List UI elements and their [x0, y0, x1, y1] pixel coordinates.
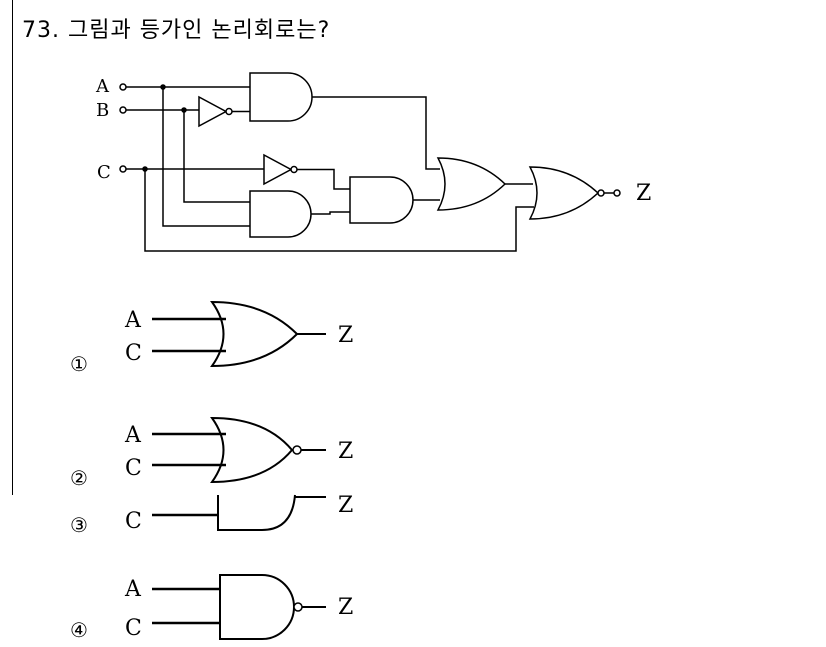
terminal-c: [119, 165, 127, 173]
option-1-input-a: A: [124, 308, 142, 333]
and-gate-1: [249, 72, 313, 122]
wire-b-branch: [183, 110, 250, 203]
wire-not-c-out: [297, 168, 350, 190]
circuit-label-z: Z: [636, 181, 651, 206]
wire-a-branch: [162, 87, 250, 227]
wire-and1-out: [312, 96, 440, 170]
option-3-circuit: C Z: [125, 493, 353, 534]
and-gate-2: [249, 190, 312, 238]
option-3-input-c: C: [125, 509, 142, 534]
terminal-b: [119, 106, 127, 114]
option-2-output-z: Z: [338, 439, 353, 464]
not-gate-c-bubble: [290, 165, 298, 174]
option-2-circuit: A C Z: [124, 416, 353, 484]
option-2-nor-bubble: [292, 445, 302, 455]
circuit-label-c: C: [97, 162, 111, 183]
junction-a: [160, 84, 166, 90]
not-gate-c: [263, 153, 293, 186]
terminal-z: [613, 189, 621, 197]
circuit-label-a: A: [95, 76, 110, 97]
wire-and2-out: [311, 211, 350, 215]
option-4-input-c: C: [125, 616, 142, 641]
option-1-input-c: C: [125, 341, 142, 366]
wire-c-branch: [144, 169, 534, 252]
question-text: 73. 그림과 등가인 논리회로는?: [22, 18, 331, 43]
option-1-number[interactable]: ①: [70, 352, 88, 376]
circuit-label-b: B: [96, 100, 109, 121]
option-4-nand-bubble: [293, 602, 303, 612]
nor-gate-final: [528, 166, 600, 220]
option-2-number[interactable]: ②: [70, 466, 88, 490]
option-4-circuit: A C Z: [124, 574, 353, 641]
terminal-a: [119, 83, 127, 91]
option-2-input-a: A: [124, 423, 142, 448]
option-4-input-a: A: [124, 577, 142, 602]
option-4-nand-gate: [219, 574, 295, 640]
not-gate-b-bubble: [225, 107, 233, 116]
option-4-number[interactable]: ④: [70, 618, 88, 642]
option-4-output-z: Z: [338, 595, 353, 620]
option-2-input-c: C: [125, 456, 142, 481]
option-2-nor-gate: [210, 416, 294, 484]
not-gate-b: [198, 95, 228, 128]
junction-b: [181, 107, 187, 113]
and-gate-3: [349, 176, 414, 224]
junction-c: [142, 166, 148, 172]
nor-gate-final-bubble: [597, 189, 605, 197]
option-3-and-gate: [217, 494, 296, 531]
option-1-circuit: A C Z: [124, 300, 353, 368]
option-3-output-z: Z: [338, 493, 353, 518]
option-3-number[interactable]: ③: [70, 513, 88, 537]
option-1-or-gate: [210, 300, 299, 368]
main-circuit: A B C Z: [95, 72, 651, 252]
or-gate-1: [436, 157, 507, 211]
page-left-rule: [12, 0, 13, 495]
option-1-output-z: Z: [338, 323, 353, 348]
